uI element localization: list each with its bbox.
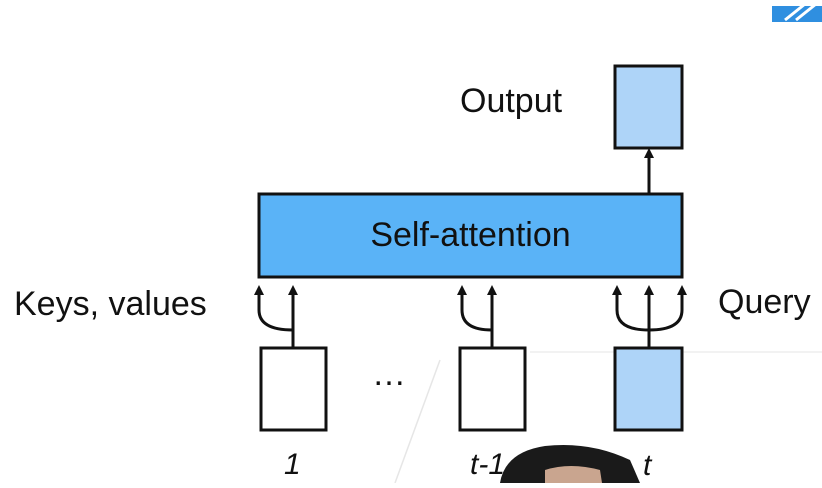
logo-icon: [772, 2, 822, 22]
self-attention-label: Self-attention: [370, 216, 571, 254]
position-label-t-minus-1: t-1: [470, 448, 506, 481]
ellipsis-label: …: [372, 355, 408, 393]
token-1-arrows: [254, 285, 298, 348]
token-box-t: [613, 346, 684, 432]
token-box-t-minus-1: [458, 346, 527, 432]
position-label-t: t: [643, 449, 652, 482]
background-line: [394, 359, 441, 484]
position-label-1: 1: [284, 448, 301, 481]
query-label: Query: [718, 283, 811, 321]
keys-values-label: Keys, values: [14, 285, 207, 323]
output-label: Output: [460, 82, 563, 120]
presenter-video-overlay: [500, 444, 640, 483]
self-attention-box: [257, 192, 684, 279]
token-box-1: [259, 346, 328, 432]
token-t-arrows: [612, 285, 687, 348]
output-box: [613, 64, 684, 150]
token-t-minus-1-arrows: [457, 285, 497, 348]
